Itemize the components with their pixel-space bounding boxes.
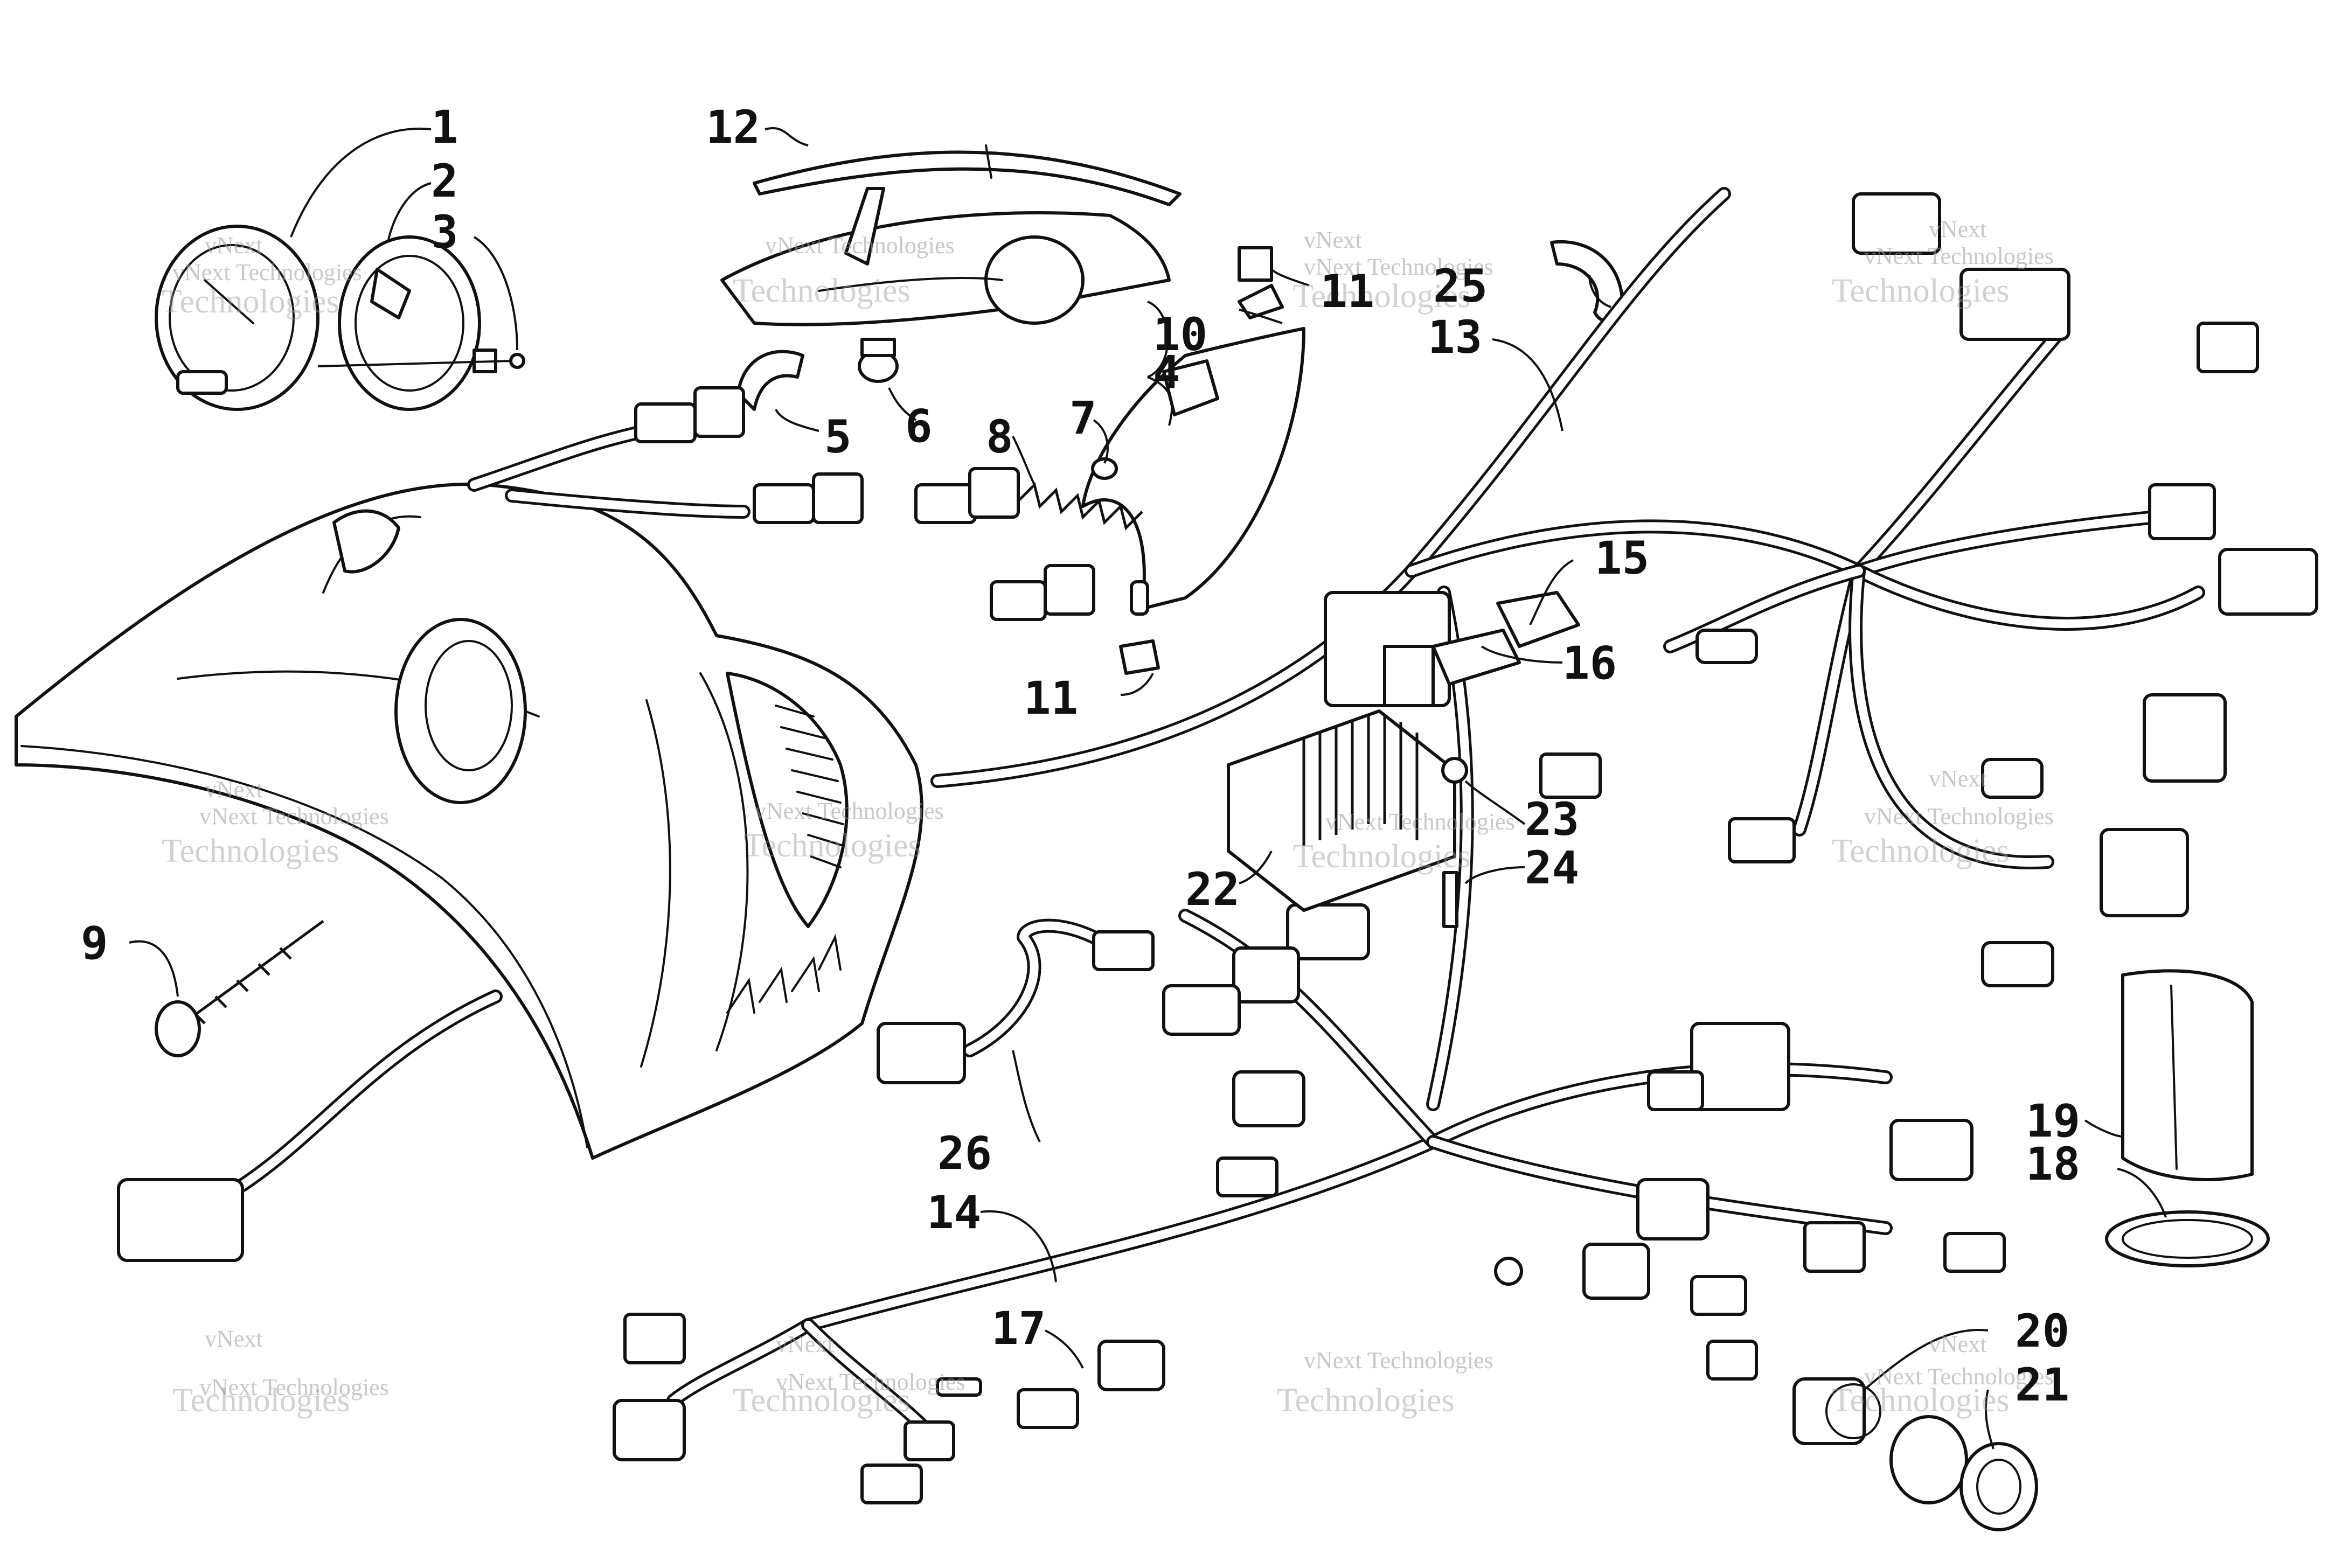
bolt-part-24 <box>1442 871 1458 928</box>
callout-16: 16 <box>1562 637 1617 689</box>
watermark-text: vNext Technologies <box>765 232 955 259</box>
watermark-text: vNext Technologies <box>1864 1363 2054 1390</box>
callout-23: 23 <box>1525 793 1579 846</box>
upper-panel-part-4 <box>720 187 1305 616</box>
watermark-text: Technologies <box>1832 273 2010 309</box>
leader-lines <box>129 127 2167 1449</box>
watermark-text: Technologies <box>1293 838 1471 875</box>
watermark-text: vNext <box>1929 1331 1987 1357</box>
watermark-text: vNext <box>205 1326 263 1352</box>
mounting-ring-part-2 <box>338 235 497 411</box>
callout-7: 7 <box>1069 392 1097 444</box>
watermark-text: Technologies <box>733 273 911 309</box>
spring-part-8 <box>1017 482 1143 531</box>
callout-26: 26 <box>937 1127 992 1180</box>
callout-12: 12 <box>706 101 760 154</box>
bulb-socket-part-5 <box>736 350 804 411</box>
watermark-text: vNext Technologies <box>1864 803 2054 830</box>
callout-17: 17 <box>991 1302 1046 1355</box>
watermark-text: vNext <box>205 776 263 803</box>
nut-part-21 <box>1889 1415 2038 1531</box>
clip-part-11-lower <box>1119 639 1160 675</box>
callout-6: 6 <box>905 400 933 452</box>
watermark-text: vNext Technologies <box>1864 243 2054 269</box>
watermark-text: vNext <box>1929 765 1987 792</box>
callout-24: 24 <box>1525 841 1579 894</box>
watermark-text: vNext Technologies <box>1304 254 1493 280</box>
watermark-text: vNext Technologies <box>754 798 944 824</box>
watermark-text: vNext <box>1929 216 1987 242</box>
watermark-text: Technologies <box>733 1382 911 1419</box>
watermark-text: Technologies <box>1832 833 2010 869</box>
cdi-module-part-22 <box>1227 709 1456 912</box>
washer-part-7 <box>1091 457 1118 480</box>
callout-2: 2 <box>431 155 458 207</box>
watermark-text: Technologies <box>162 833 339 869</box>
watermark-text: vNext Technologies <box>1304 1347 1493 1374</box>
watermarks: vNext vNext Technologies Technologies vN… <box>162 216 2054 1419</box>
watermark-text: Technologies <box>1293 278 1471 315</box>
wiring-harness-part-26 <box>963 918 1111 1057</box>
callout-25: 25 <box>1433 260 1488 312</box>
callout-18: 18 <box>2026 1138 2080 1190</box>
callout-9: 9 <box>81 917 108 970</box>
watermark-text: Technologies <box>1277 1382 1455 1419</box>
clamp-part-18 <box>2105 1210 2270 1267</box>
callout-21: 21 <box>2015 1358 2069 1411</box>
callout-4: 4 <box>1153 346 1180 399</box>
sleeve-part-19 <box>2121 969 2254 1181</box>
callout-11-upper: 11 <box>1320 265 1374 318</box>
callout-11-lower: 11 <box>1024 672 1078 724</box>
callout-13: 13 <box>1428 311 1482 364</box>
bolt-part-23 <box>1441 757 1468 784</box>
clip-part-10 <box>1238 284 1284 319</box>
callout-20: 20 <box>2015 1305 2069 1357</box>
watermark-text: Technologies <box>1832 1382 2010 1419</box>
callout-19: 19 <box>2026 1095 2080 1147</box>
bulb-part-6 <box>858 338 899 383</box>
watermark-text: Technologies <box>172 1382 350 1419</box>
callout-14: 14 <box>927 1186 981 1239</box>
callout-labels: 1 2 3 4 5 6 7 8 9 10 11 11 12 13 14 15 1… <box>81 101 2080 1411</box>
hood-harness <box>235 424 750 1192</box>
watermark-text: vNext Technologies <box>172 259 362 285</box>
watermark-text: vNext <box>205 232 263 259</box>
callout-15: 15 <box>1595 532 1649 584</box>
windshield-trim-part-12 <box>753 144 1182 206</box>
watermark-text: vNext <box>1304 227 1362 253</box>
hood-fairing <box>15 482 923 1160</box>
callout-8: 8 <box>986 410 1013 463</box>
callout-22: 22 <box>1185 863 1240 916</box>
watermark-text: vNext Technologies <box>199 803 389 830</box>
watermark-text: Technologies <box>162 283 339 320</box>
callout-3: 3 <box>431 206 458 259</box>
watermark-text: vNext Technologies <box>1325 809 1515 835</box>
watermark-text: Technologies <box>743 827 921 864</box>
bolt-part-9 <box>155 919 324 1057</box>
clip-part-11-upper <box>1238 246 1273 282</box>
screw-part-3 <box>317 353 525 369</box>
callout-10: 10 <box>1153 308 1207 361</box>
relay-block-part-15 <box>1324 591 1580 707</box>
connectors <box>117 192 2318 1504</box>
watermark-text: vNext <box>776 1331 834 1357</box>
watermark-text: vNext Technologies <box>199 1374 389 1400</box>
switch-part-20 <box>1792 1377 1881 1445</box>
fuse-part-16 <box>1431 629 1521 686</box>
callout-5: 5 <box>824 410 852 463</box>
callout-1: 1 <box>431 101 458 154</box>
watermark-text: vNext Technologies <box>776 1369 965 1395</box>
gauge-housing-part-1 <box>155 225 319 411</box>
